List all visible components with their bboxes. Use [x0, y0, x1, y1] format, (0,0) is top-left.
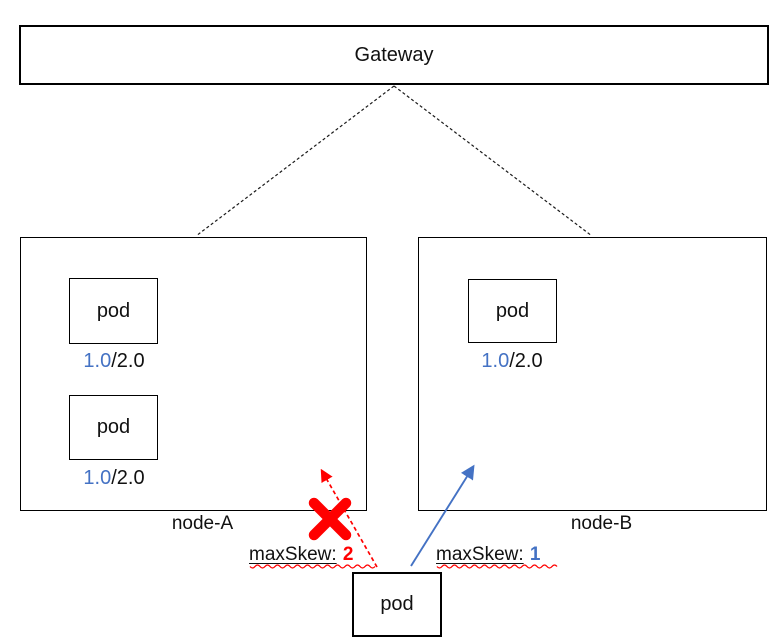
node-b-pod-1-used: 1.0: [481, 350, 510, 372]
node-a-pod-2-capacity: /2.0: [111, 467, 145, 489]
pending-pod-label: pod: [380, 593, 414, 615]
node-a-box: [20, 237, 367, 511]
node-a-pod-1-resources: 1.0/2.0: [54, 350, 174, 373]
gateway-box: Gateway: [19, 25, 769, 85]
maxskew-node-a-text: maxSkew:: [249, 544, 337, 565]
node-a-pod-2-label: pod: [96, 416, 131, 438]
maxskew-node-b-value: 1: [529, 544, 541, 565]
gateway-to-node-b-dotted-line: [393, 85, 593, 237]
gateway-to-node-a-dotted-line: [195, 85, 395, 237]
node-a-pod-1-capacity: /2.0: [111, 350, 145, 372]
node-b-box: [418, 237, 767, 511]
pending-pod-box: pod: [352, 572, 442, 637]
maxskew-node-a-value: 2: [342, 544, 354, 565]
node-a-pod-1-used: 1.0: [83, 350, 112, 372]
node-a-pod-2-box: pod: [69, 395, 158, 460]
gateway-label: Gateway: [354, 43, 434, 66]
node-b-pod-1-box: pod: [468, 279, 557, 343]
node-a-label: node-A: [171, 513, 234, 534]
node-b-pod-1-label: pod: [495, 299, 530, 322]
node-b-pod-1-capacity: /2.0: [509, 350, 543, 372]
node-a-pod-2-resources: 1.0/2.0: [54, 467, 174, 490]
maxskew-node-b-annotation: maxSkew:1: [436, 544, 540, 566]
maxskew-node-a-annotation: maxSkew:2: [249, 544, 353, 566]
node-a-pod-1-box: pod: [69, 278, 158, 344]
node-a-pod-2-used: 1.0: [83, 467, 112, 489]
node-b-label: node-B: [570, 513, 633, 534]
node-a-pod-1-label: pod: [96, 299, 131, 322]
node-b-pod-1-resources: 1.0/2.0: [452, 350, 572, 373]
maxskew-node-b-text: maxSkew:: [436, 544, 524, 565]
